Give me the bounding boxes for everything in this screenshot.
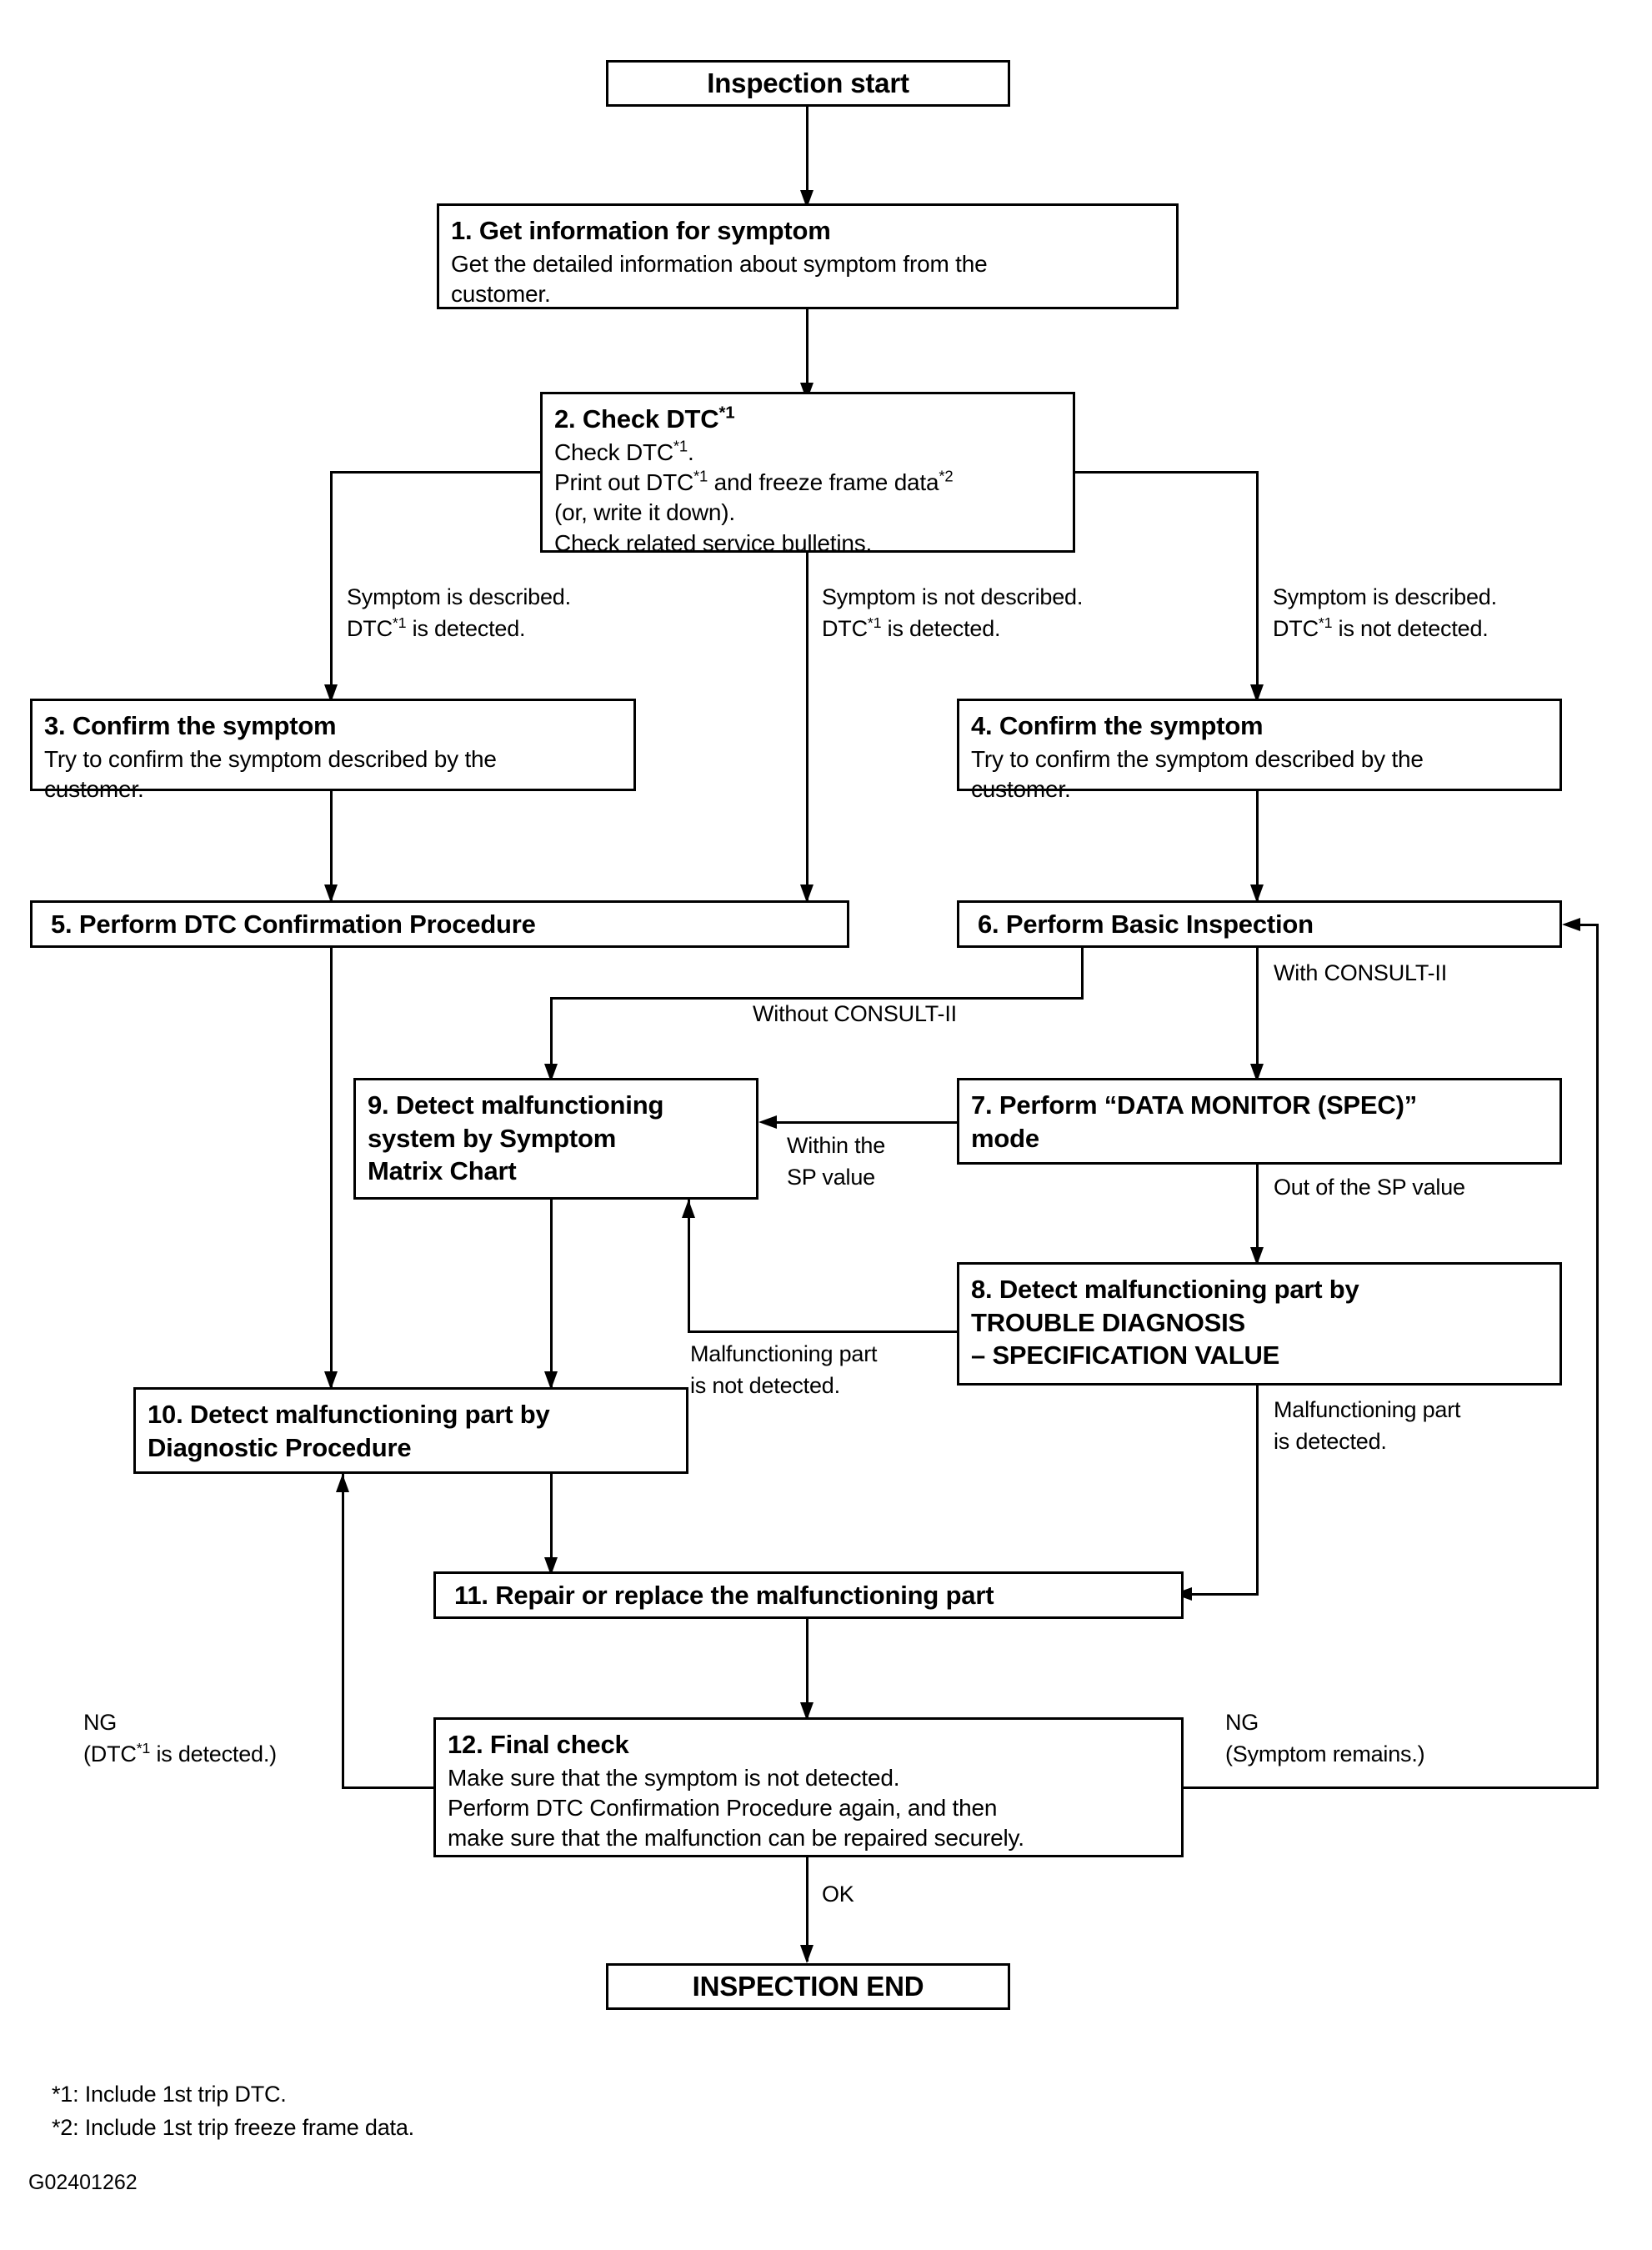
footnote-2: *2: Include 1st trip freeze frame data.: [52, 2115, 414, 2140]
edge-12-to-end: [806, 1857, 808, 1962]
edge-label-without-consult: Without CONSULT-II: [753, 1001, 957, 1026]
edge-2-right-stub: [1074, 471, 1259, 474]
arrowhead-8-to-9: [682, 1200, 695, 1218]
edge-11-to-12: [806, 1619, 808, 1721]
node-1-body: Get the detailed information about sympt…: [451, 250, 988, 308]
node-4-body: Try to confirm the symptom described by …: [971, 745, 1424, 803]
arrowhead-6-to-9: [544, 1064, 558, 1082]
node-3-body: Try to confirm the symptom described by …: [44, 745, 497, 803]
node-2-check-dtc: 2. Check DTC*1 Check DTC*1.Print out DTC…: [540, 392, 1075, 556]
footnote-1: *1: Include 1st trip DTC.: [52, 2082, 287, 2107]
arrowhead-12-to-end: [800, 1945, 813, 1963]
edge-2-left-stub: [330, 471, 542, 474]
edge-6-without-consult-stub: [1081, 948, 1084, 1000]
edge-12-ng-left-rise: [342, 1474, 344, 1789]
edge-10-to-11: [550, 1474, 553, 1576]
edge-12-ng-right-top: [1580, 924, 1599, 926]
arrowhead-3-to-5: [324, 884, 338, 903]
node-10-title: 10. Detect malfunctioning part by Diagno…: [148, 1400, 550, 1462]
node-3-title: 3. Confirm the symptom: [44, 711, 337, 740]
edge-label-with-consult: With CONSULT-II: [1274, 960, 1448, 985]
node-12-body: Make sure that the symptom is not detect…: [448, 1764, 1024, 1852]
node-2-title: 2. Check DTC*1: [554, 403, 735, 433]
edge-2-right-drop: [1256, 471, 1259, 703]
arrowhead-7-to-9: [758, 1115, 777, 1129]
node-6-title: 6. Perform Basic Inspection: [978, 909, 1314, 939]
node-9-title: 9. Detect malfunctioning system by Sympt…: [368, 1090, 664, 1186]
edge-label-symptom-described-dtc-detected: Symptom is described.DTC*1 is detected.: [347, 584, 571, 642]
edge-label-part-not-detected: Malfunctioning part is not detected.: [690, 1341, 878, 1399]
edge-9-to-10: [550, 1200, 553, 1390]
node-inspection-start-label: Inspection start: [707, 67, 909, 98]
node-8-trouble-diagnosis-specification-value: 8. Detect malfunctioning part by TROUBLE…: [957, 1262, 1562, 1386]
node-7-title: 7. Perform “DATA MONITOR (SPEC)” mode: [971, 1090, 1417, 1153]
arrowhead-2-to-3: [324, 684, 338, 703]
edge-8-not-detected-rise: [688, 1200, 690, 1333]
arrowhead-7-to-8: [1250, 1247, 1264, 1265]
arrowhead-12-to-6: [1562, 918, 1580, 931]
edge-2-middle-drop: [806, 553, 808, 903]
arrowhead-2-to-5: [800, 884, 813, 903]
edge-2-left-drop: [330, 471, 333, 703]
edge-5-to-10: [330, 948, 333, 1390]
node-5-title: 5. Perform DTC Confirmation Procedure: [51, 909, 536, 939]
edge-12-ng-right-bottom: [1263, 1786, 1599, 1789]
edge-6-with-consult: [1256, 948, 1259, 1082]
node-12-title: 12. Final check: [448, 1730, 629, 1759]
node-8-title: 8. Detect malfunctioning part by TROUBLE…: [971, 1275, 1359, 1371]
node-4-confirm-symptom: 4. Confirm the symptom Try to confirm th…: [957, 699, 1562, 802]
arrowhead-5-to-10: [324, 1371, 338, 1390]
node-10-diagnostic-procedure: 10. Detect malfunctioning part by Diagno…: [133, 1387, 688, 1474]
node-3-confirm-symptom: 3. Confirm the symptom Try to confirm th…: [30, 699, 636, 802]
edge-1-to-2: [806, 309, 808, 401]
edge-label-symptom-not-described-dtc-detected: Symptom is not described.DTC*1 is detect…: [822, 584, 1084, 642]
edge-12-ng-right-run: [1182, 1786, 1265, 1789]
arrowhead-12-to-10: [336, 1474, 349, 1492]
node-9-symptom-matrix-chart: 9. Detect malfunctioning system by Sympt…: [353, 1078, 758, 1200]
node-12-final-check: 12. Final check Make sure that the sympt…: [433, 1717, 1184, 1857]
edge-6-without-consult-run: [550, 997, 1084, 1000]
edge-label-within-sp-value: Within the SP value: [787, 1133, 886, 1190]
edge-12-ng-left-run: [342, 1786, 435, 1789]
edge-label-out-of-sp-value: Out of the SP value: [1274, 1175, 1465, 1200]
edge-8-not-detected-run: [688, 1330, 959, 1333]
node-inspection-start: Inspection start: [606, 60, 1010, 107]
node-2-body: Check DTC*1.Print out DTC*1 and freeze f…: [554, 437, 954, 556]
node-11-repair-or-replace: 11. Repair or replace the malfunctioning…: [433, 1571, 1184, 1619]
edge-7-to-9: [777, 1121, 959, 1124]
node-1-title: 1. Get information for symptom: [451, 216, 831, 245]
edge-start-to-1: [806, 107, 808, 198]
edge-label-symptom-described-dtc-not-detected: Symptom is described.DTC*1 is not detect…: [1273, 584, 1497, 642]
arrowhead-11-to-12: [800, 1702, 813, 1721]
node-5-dtc-confirmation-procedure: 5. Perform DTC Confirmation Procedure: [30, 900, 849, 948]
edge-label-ng-dtc-detected: NG(DTC*1 is detected.): [83, 1710, 277, 1767]
node-4-title: 4. Confirm the symptom: [971, 711, 1264, 740]
arrowhead-10-to-11: [544, 1557, 558, 1576]
figure-id: G02401262: [28, 2171, 138, 2194]
node-11-title: 11. Repair or replace the malfunctioning…: [454, 1580, 994, 1610]
edge-label-ng-symptom-remains: NG (Symptom remains.): [1225, 1710, 1425, 1767]
arrowhead-6-to-7: [1250, 1064, 1264, 1082]
edge-8-detected-drop: [1256, 1386, 1259, 1596]
edge-7-to-8: [1256, 1165, 1259, 1265]
edge-8-detected-run: [1192, 1593, 1259, 1596]
node-inspection-end-label: INSPECTION END: [692, 1970, 924, 2002]
node-1-get-information: 1. Get information for symptom Get the d…: [437, 203, 1179, 309]
arrowhead-2-to-4: [1250, 684, 1264, 703]
edge-3-to-5: [330, 791, 333, 903]
edge-label-part-detected: Malfunctioning part is detected.: [1274, 1397, 1461, 1455]
arrowhead-9-to-10: [544, 1371, 558, 1390]
edge-4-to-6: [1256, 791, 1259, 903]
arrowhead-4-to-6: [1250, 884, 1264, 903]
node-inspection-end: INSPECTION END: [606, 1963, 1010, 2010]
node-7-data-monitor-spec: 7. Perform “DATA MONITOR (SPEC)” mode: [957, 1078, 1562, 1165]
node-6-basic-inspection: 6. Perform Basic Inspection: [957, 900, 1562, 948]
edge-label-ok: OK: [822, 1882, 854, 1907]
edge-6-without-consult-drop: [550, 997, 553, 1082]
edge-12-ng-right-rise: [1596, 924, 1599, 1789]
